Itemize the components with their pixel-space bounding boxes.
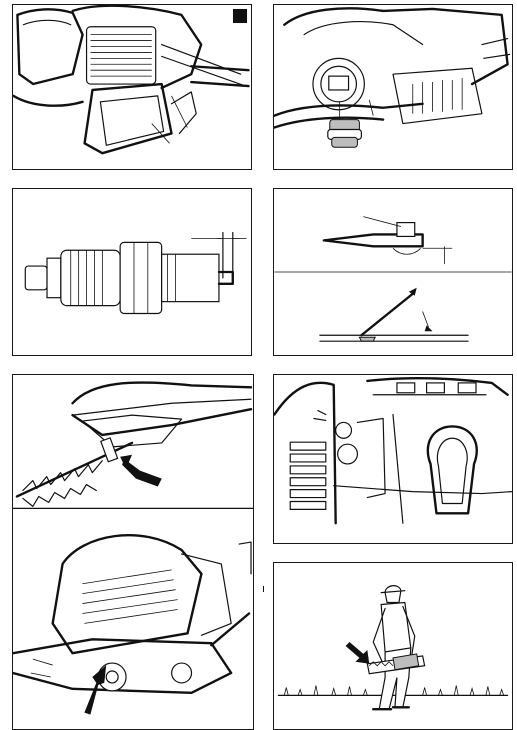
fuel-cap-engine-drawing (274, 5, 512, 169)
section-badge (233, 9, 247, 23)
spark-plug-drawing (13, 189, 251, 355)
blade-sharpening-drawing (274, 189, 512, 355)
operator-cutting-drawing (274, 563, 512, 729)
blade-and-engine-drawing (13, 375, 253, 729)
panel-operator-cutting (273, 562, 513, 730)
panel-engine-air-filter (273, 374, 513, 544)
engine-cooling-fins-drawing (13, 5, 251, 169)
margin-mark (263, 586, 264, 592)
panel-spark-plug-gap (12, 188, 252, 356)
panel-blade-cleaning-and-engine (12, 374, 254, 730)
panel-engine-cooling-fins (12, 4, 252, 170)
panel-fuel-cap-engine (273, 4, 513, 170)
engine-air-filter-drawing (274, 375, 512, 543)
panel-blade-sharpening (273, 188, 513, 356)
